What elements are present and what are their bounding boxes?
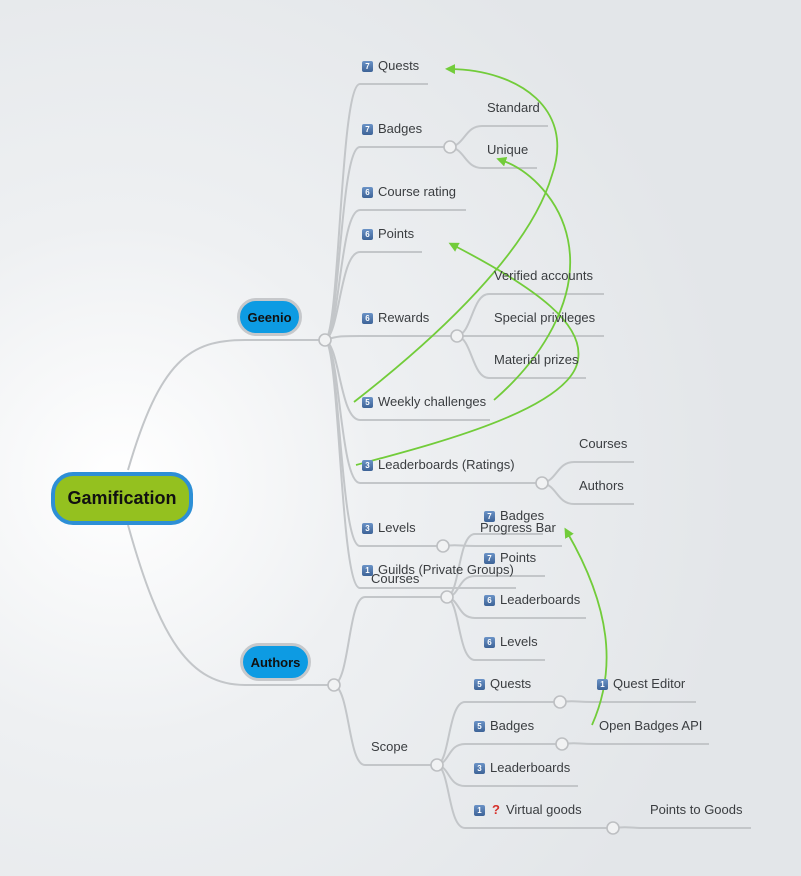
topic-levels-progress-bar[interactable]: Progress Bar [480,520,556,536]
topic-rewards-verified[interactable]: Verified accounts [494,268,593,284]
topic-courses-points[interactable]: 7 Points [484,550,536,566]
topic-label: Points [378,226,415,241]
priority-icon: 3 [362,523,373,534]
relation-arrow-openbadges-to-progress [564,527,608,726]
geenio-branches [324,83,542,589]
question-icon: ? [492,802,500,817]
topic-geenio-label: Geenio [247,309,292,325]
root-topic-label: Gamification [67,488,177,508]
topic-label: Verified accounts [494,268,594,283]
topic-label: Leaderboards [490,760,571,775]
priority-icon: 5 [474,679,485,690]
topic-scope-virtual-goods[interactable]: 1? Virtual goods [474,802,582,818]
topic-geenio[interactable]: Geenio [237,298,302,336]
topic-label: Open Badges API [599,718,703,733]
priority-icon: 1 [474,805,485,816]
relation-arrow-weekly-to-quests [353,64,559,403]
priority-icon: 6 [484,595,495,606]
topic-courses-badges[interactable]: 7 Badges [484,508,544,524]
topic-label: Badges [490,718,535,733]
priority-icon: 3 [474,763,485,774]
topic-geenio-guilds[interactable]: 1 Guilds (Private Groups) [362,562,514,578]
topic-quests-editor[interactable]: 1 Quest Editor [597,676,685,692]
topic-scope-badges[interactable]: 5 Badges [474,718,534,734]
topic-geenio-quests[interactable]: 7 Quests [362,58,419,74]
topic-label: Quests [490,676,532,691]
topic-label: Quest Editor [613,676,686,691]
priority-icon: 3 [362,460,373,471]
relation-arrows [353,64,608,726]
topic-label: Standard [487,100,540,115]
topic-authors-courses[interactable]: Courses [371,571,419,587]
topic-label: Levels [500,634,538,649]
topic-label: Unique [487,142,529,157]
priority-icon: 5 [474,721,485,732]
topic-badges-open-badges-api[interactable]: Open Badges API [599,718,702,734]
topic-scope-leaderboards[interactable]: 3 Leaderboards [474,760,570,776]
root-topic-gamification[interactable]: Gamification [51,472,193,525]
topic-virtual-points-to-goods[interactable]: Points to Goods [650,802,743,818]
priority-icon: 7 [484,511,495,522]
priority-icon: 6 [484,637,495,648]
topic-authors[interactable]: Authors [240,643,311,681]
topic-courses-leaderboards[interactable]: 6 Leaderboards [484,592,580,608]
priority-icon: 6 [362,229,373,240]
topic-label: Quests [378,58,420,73]
topic-leaderboards-courses[interactable]: Courses [579,436,627,452]
topic-scope-quests[interactable]: 5 Quests [474,676,531,692]
relation-arrow-weekly-to-unique [493,156,571,401]
topic-label: Course rating [378,184,457,199]
topic-geenio-rewards[interactable]: 6 Rewards [362,310,429,326]
priority-icon: 7 [362,124,373,135]
topic-label: Progress Bar [480,520,556,535]
topic-label: Authors [579,478,624,493]
priority-icon: 7 [362,61,373,72]
topic-geenio-weekly[interactable]: 5 Weekly challenges [362,394,486,410]
topic-label: Special privileges [494,310,596,325]
topic-label: Rewards [378,310,430,325]
topic-geenio-badges[interactable]: 7 Badges [362,121,422,137]
topic-label: Material prizes [494,352,579,367]
topic-label: Points to Goods [650,802,743,817]
topic-geenio-levels[interactable]: 3 Levels [362,520,416,536]
topic-authors-scope[interactable]: Scope [371,739,408,755]
priority-icon: 6 [362,313,373,324]
topic-geenio-points[interactable]: 6 Points [362,226,414,242]
topic-badges-standard[interactable]: Standard [487,100,540,116]
topic-badges-unique[interactable]: Unique [487,142,528,158]
topic-label: Weekly challenges [378,394,487,409]
topic-authors-label: Authors [250,654,301,670]
topic-label: Badges [378,121,423,136]
topic-rewards-special[interactable]: Special privileges [494,310,595,326]
relation-arrow-leaderboards-to-points [355,242,580,466]
priority-icon: 7 [484,553,495,564]
topic-label: Points [500,550,537,565]
branch-knobs [318,140,620,835]
topic-label: Badges [500,508,545,523]
topic-geenio-course-rating[interactable]: 6 Course rating [362,184,456,200]
topic-label: Virtual goods [505,802,582,817]
priority-icon: 1 [362,565,373,576]
topic-rewards-material[interactable]: Material prizes [494,352,579,368]
root-branches [127,339,334,686]
priority-icon: 1 [597,679,608,690]
topic-label: Leaderboards [500,592,581,607]
topic-label: Guilds (Private Groups) [378,562,514,577]
topic-label: Leaderboards (Ratings) [378,457,515,472]
topic-geenio-leaderboards[interactable]: 3 Leaderboards (Ratings) [362,457,515,473]
priority-icon: 6 [362,187,373,198]
topic-label: Scope [371,739,408,754]
topic-leaderboards-authors[interactable]: Authors [579,478,624,494]
priority-icon: 5 [362,397,373,408]
topic-courses-levels[interactable]: 6 Levels [484,634,538,650]
topic-label: Courses [579,436,628,451]
topic-label: Levels [378,520,416,535]
topic-label: Courses [371,571,420,586]
